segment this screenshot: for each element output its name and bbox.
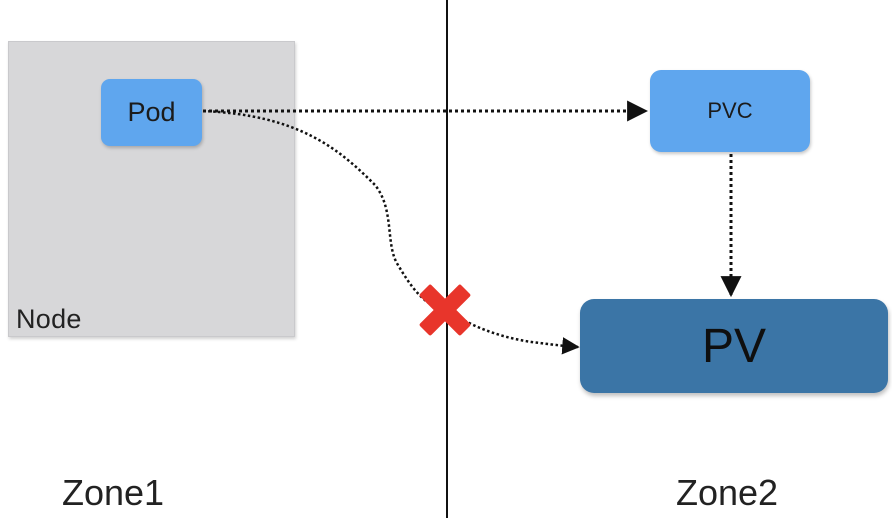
pv-box: PV — [580, 299, 888, 393]
pvc-label: PVC — [707, 98, 753, 123]
x-icon — [419, 284, 471, 336]
pvc-box: PVC — [650, 70, 810, 152]
pod-to-pv-path-segment-2 — [459, 316, 580, 355]
pv-label: PV — [701, 319, 767, 373]
pod-box: Pod — [101, 79, 202, 146]
zone2-label: Zone2 — [676, 472, 779, 513]
zone1-label: Zone1 — [62, 472, 165, 513]
pod-label: Pod — [127, 97, 176, 127]
node-label: Node — [16, 304, 82, 334]
